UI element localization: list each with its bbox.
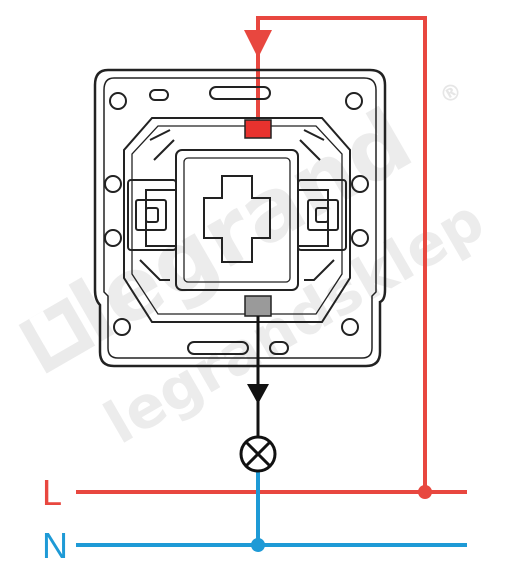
neutral-junction-dot [251,538,265,552]
live-arrow-icon [244,30,272,58]
live-label: L [42,472,62,513]
screw-hole-icon [113,318,131,336]
live-wire [76,16,467,499]
switch-mechanism [93,68,387,368]
live-junction-dot [418,485,432,499]
lamp-icon [239,435,277,473]
live-terminal [244,119,272,139]
screw-hole-icon [341,318,359,336]
switched-arrow-icon [247,384,269,404]
screw-hole-icon [351,175,369,193]
screw-hole-icon [109,92,127,110]
screw-hole-icon [104,229,122,247]
screw-hole-icon [351,229,369,247]
neutral-wire [76,470,467,552]
load-terminal [244,295,272,317]
screw-hole-icon [345,92,363,110]
watermark-logo-icon [18,297,96,374]
screw-hole-icon [104,175,122,193]
neutral-label: N [42,525,68,566]
watermark-registered: ® [436,78,468,111]
switched-wire [247,316,269,438]
